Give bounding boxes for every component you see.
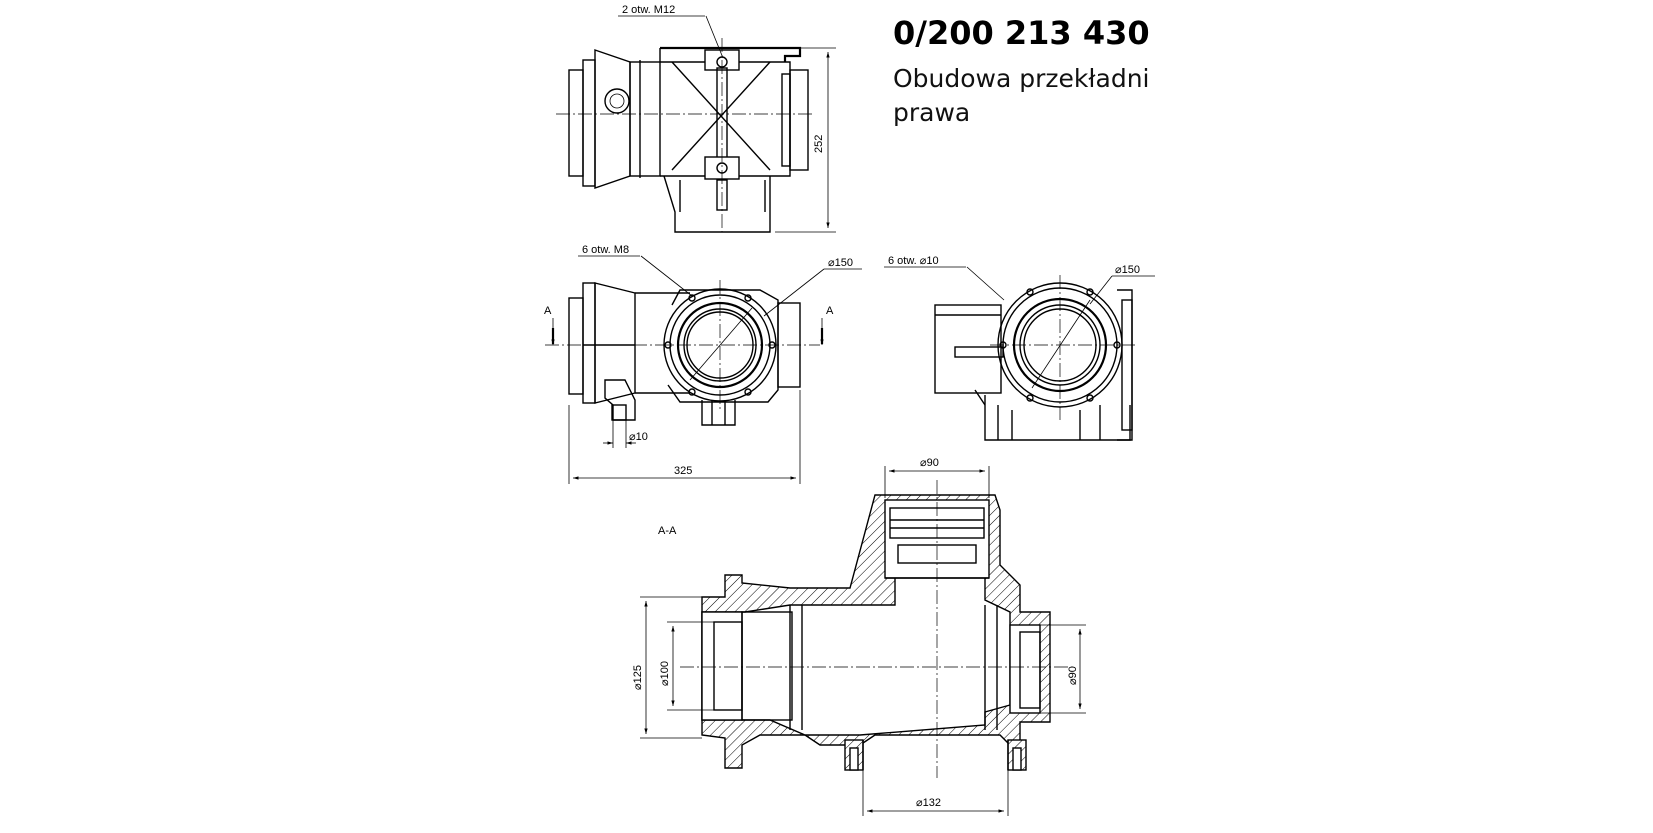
dim-dia-90-right: ⌀90 <box>1067 666 1079 685</box>
dim-dia-150-front: ⌀150 <box>828 257 853 269</box>
part-description-line1: Obudowa przekładni <box>893 64 1150 93</box>
label-holes-m12: 2 otw. M12 <box>622 4 675 16</box>
dim-dia-150-side: ⌀150 <box>1115 264 1140 276</box>
title-block: 0/200 213 430 Obudowa przekładni prawa <box>893 14 1253 130</box>
label-section-aa: A-A <box>658 525 677 537</box>
dim-dia-100: ⌀100 <box>659 661 671 686</box>
section-view: A-A ⌀90 <box>632 457 1086 816</box>
label-holes-m8: 6 otw. M8 <box>582 244 629 256</box>
label-holes-d10: 6 otw. ⌀10 <box>888 255 939 267</box>
dim-dia-132: ⌀132 <box>916 797 941 809</box>
part-description: Obudowa przekładni prawa <box>893 62 1253 130</box>
dim-252: 252 <box>813 135 825 153</box>
section-marker-left: A <box>544 305 552 317</box>
dim-dia-10: ⌀10 <box>629 431 648 443</box>
section-marker-right: A <box>826 305 834 317</box>
part-number: 0/200 213 430 <box>893 14 1150 52</box>
part-description-line2: prawa <box>893 98 971 127</box>
front-view: A A 6 otw. M8 ⌀150 ⌀10 325 <box>544 244 862 484</box>
side-view: 6 otw. ⌀10 ⌀150 <box>884 255 1155 441</box>
dim-dia-90-top: ⌀90 <box>920 457 939 469</box>
dim-dia-125: ⌀125 <box>632 665 644 690</box>
top-view: 252 2 otw. M12 <box>556 4 836 233</box>
dim-325: 325 <box>674 465 692 477</box>
